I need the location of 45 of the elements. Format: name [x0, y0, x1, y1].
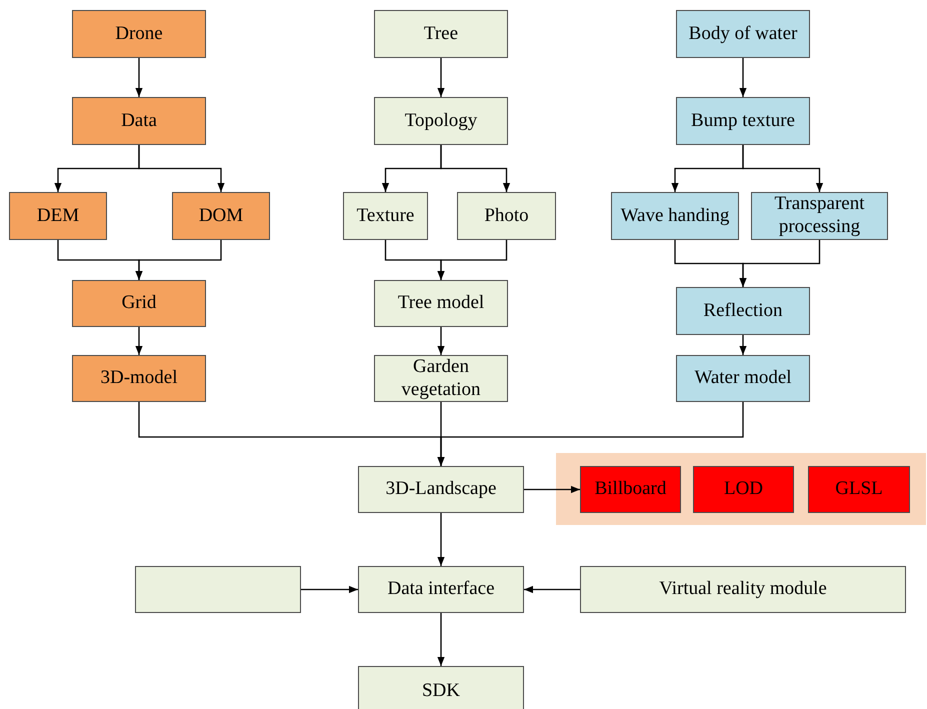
arrow [739, 335, 747, 355]
process-box: Texture [343, 192, 428, 240]
process-box: Tree model [374, 280, 508, 327]
process-box: Grid [72, 280, 206, 327]
process-box: Data interface [358, 566, 524, 613]
arrow [138, 145, 225, 192]
process-box: Body of water [676, 10, 810, 58]
arrow [437, 613, 445, 666]
arrow [135, 240, 222, 280]
process-box: Water model [676, 355, 810, 402]
process-box: Data [72, 97, 206, 145]
arrow [437, 58, 445, 97]
arrow [739, 240, 820, 287]
process-box: 3D-model [72, 355, 206, 402]
arrow [440, 145, 510, 192]
process-box: DOM [172, 192, 270, 240]
arrow [437, 402, 744, 466]
process-box: Drone [72, 10, 206, 58]
arrow [437, 513, 445, 566]
process-box: Virtual reality module [580, 566, 906, 613]
process-box: Billboard [580, 466, 681, 513]
arrow [742, 145, 824, 192]
empty-box [135, 566, 301, 613]
process-box: Bump texture [676, 97, 810, 145]
process-box: Reflection [676, 287, 810, 335]
process-box: Tree [374, 10, 508, 58]
process-box: GLSL [808, 466, 910, 513]
arrow [135, 327, 143, 355]
arrow [437, 327, 445, 355]
group-panel [556, 453, 926, 525]
arrow [135, 58, 143, 97]
process-box: DEM [9, 192, 107, 240]
arrow [524, 586, 580, 594]
arrow [301, 586, 358, 594]
process-box: Topology [374, 97, 508, 145]
process-box: 3D-Landscape [358, 466, 524, 513]
arrow [437, 240, 508, 280]
process-box: Garden vegetation [374, 355, 508, 402]
process-box: Wave handing [611, 192, 739, 240]
arrow [524, 486, 580, 494]
arrow [739, 58, 747, 97]
process-box: LOD [693, 466, 794, 513]
process-box: SDK [358, 666, 524, 709]
process-box: Photo [457, 192, 556, 240]
process-box: Transparent processing [751, 192, 888, 240]
